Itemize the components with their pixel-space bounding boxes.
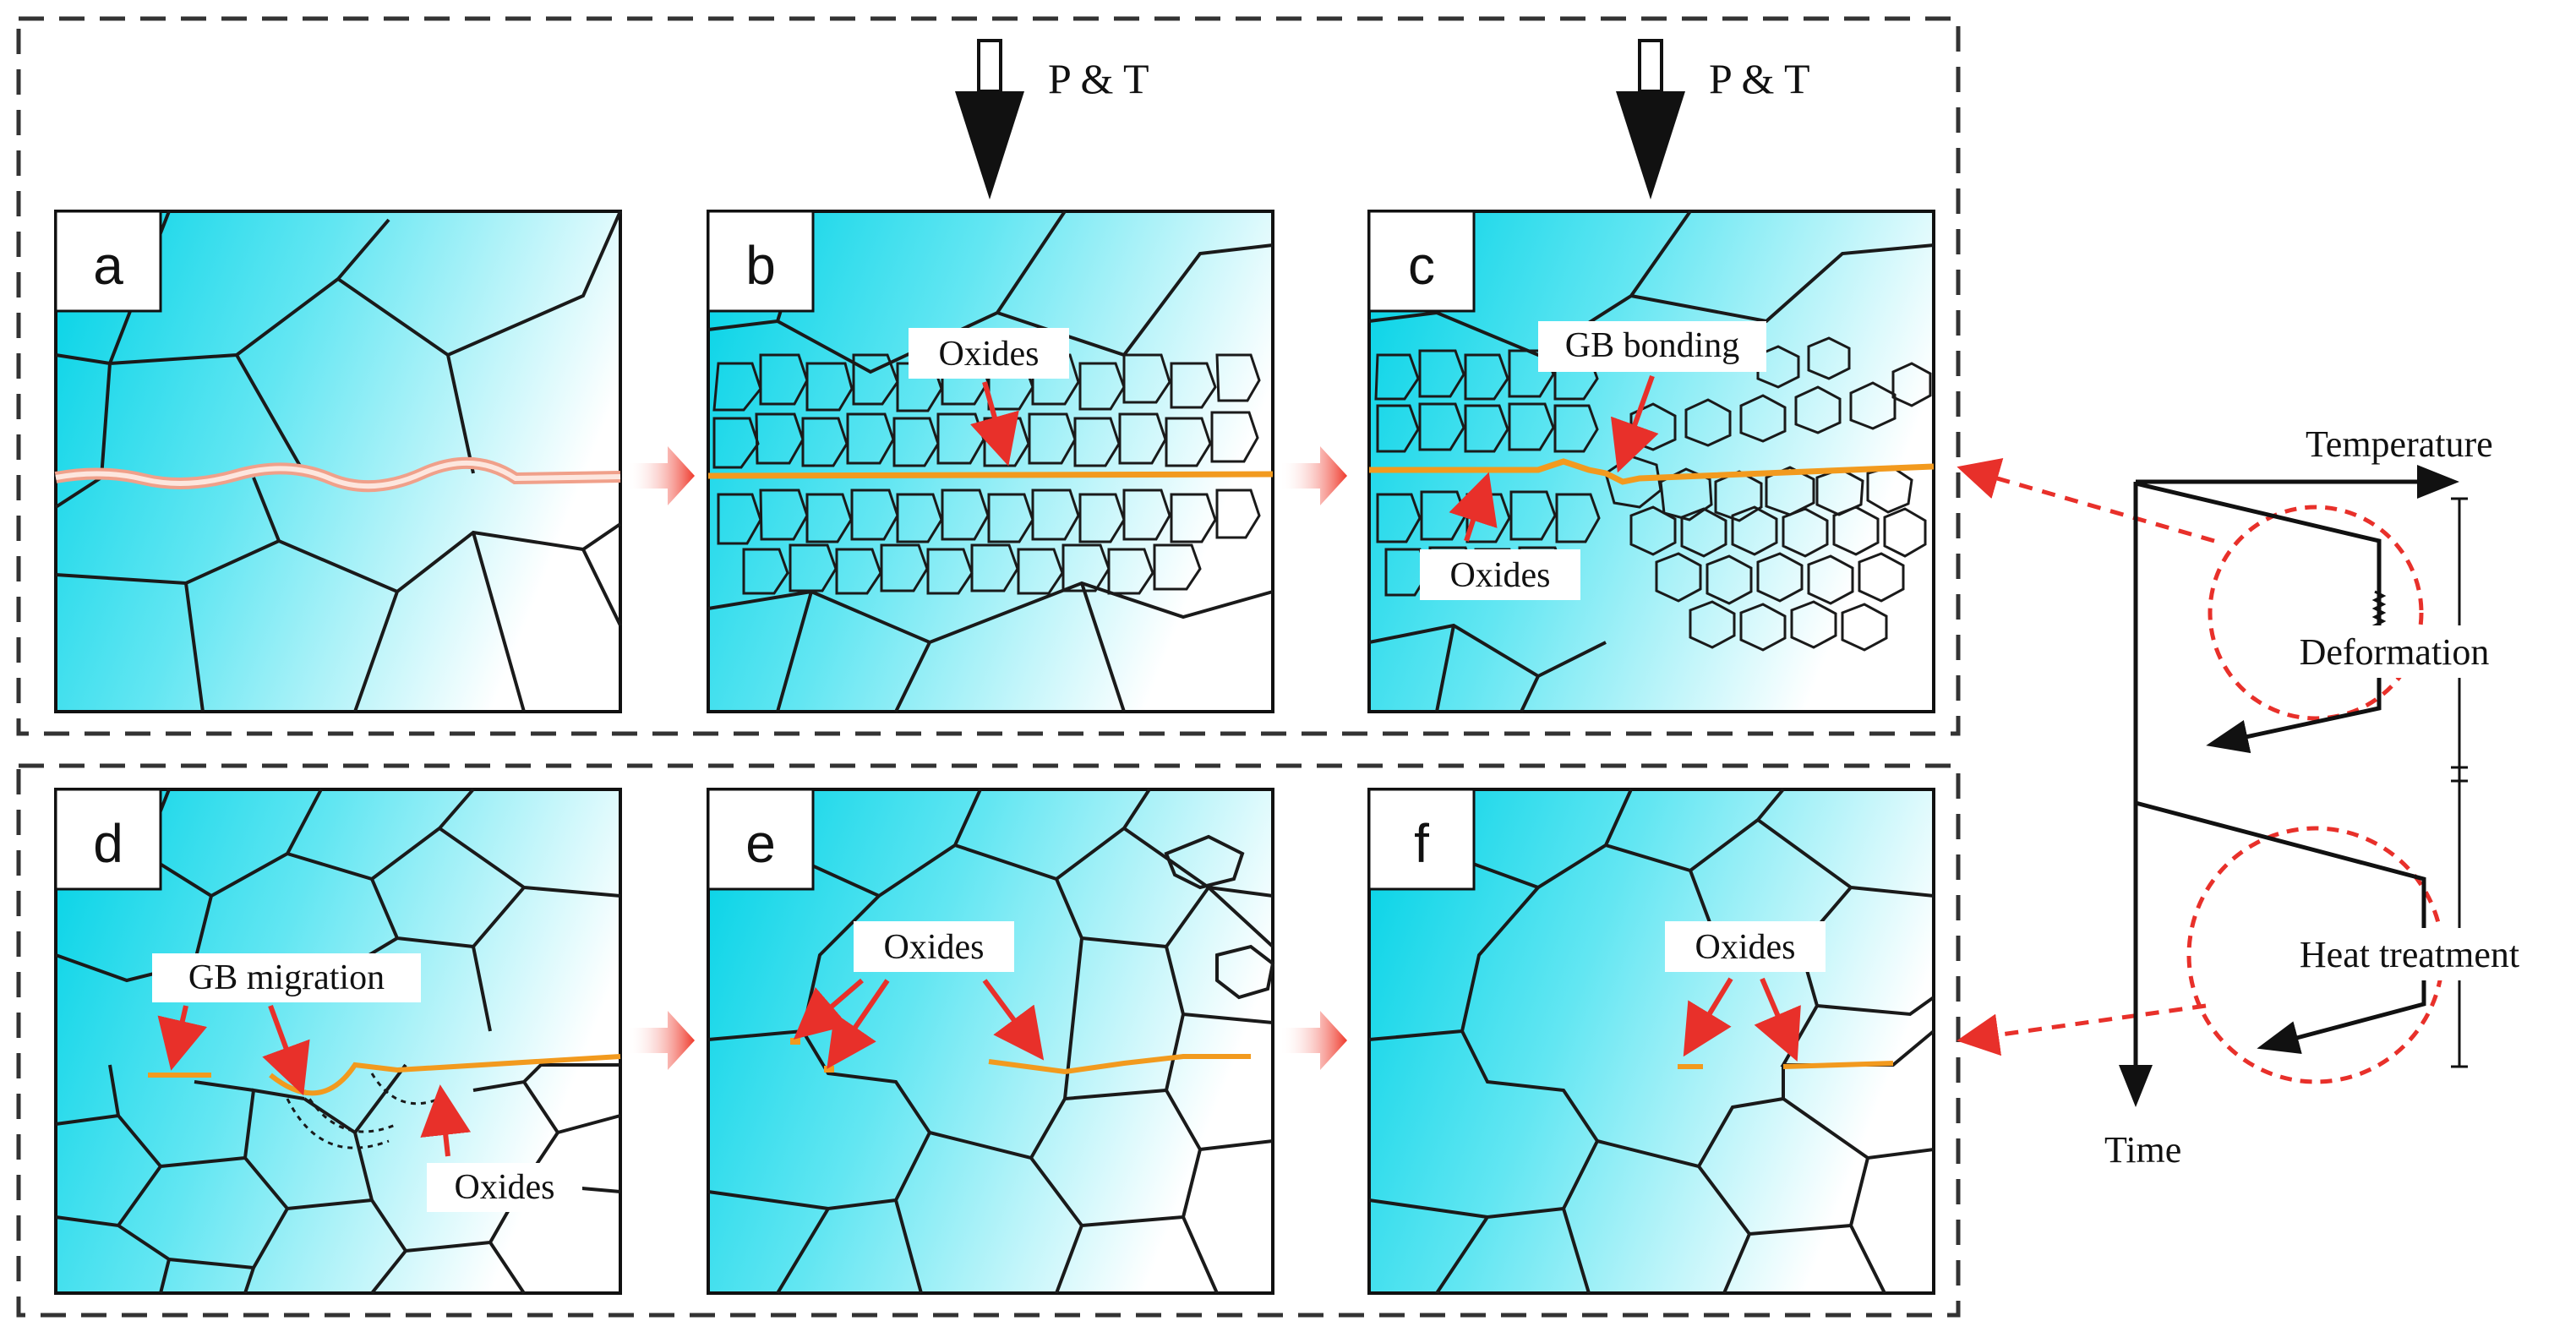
load-label-b: P & T <box>1048 55 1149 102</box>
panel-c: c GB bonding Oxides <box>1367 210 1935 713</box>
transition-arrow-b-c <box>1280 446 1347 505</box>
deformation-label: Deformation <box>2300 631 2490 673</box>
panel-e-oxide-pointer-3 <box>982 979 1045 1061</box>
panel-b-oxides-label: Oxides <box>939 335 1040 374</box>
panel-d-migration-arcs <box>286 1073 440 1149</box>
panel-e-oxides-label: Oxides <box>884 928 985 967</box>
panel-e-oxide-pointer-1 <box>793 978 864 1040</box>
panel-d-oxide-pointer <box>420 1084 472 1157</box>
panel-f-oxides-label: Oxides <box>1695 928 1796 967</box>
transition-arrows <box>627 446 1347 1070</box>
process-schematic: Temperature Time Deformation Heat treatm… <box>1957 423 2567 1171</box>
panel-f: f Oxides <box>1367 788 1935 1295</box>
panel-e-oxide-dots <box>790 1038 834 1073</box>
panel-c-gb-bonding-label: GB bonding <box>1565 326 1740 365</box>
panel-e: e Oxides <box>707 788 1275 1295</box>
transition-arrow-a-b <box>627 446 695 505</box>
panel-b-oxide-pointer <box>970 381 1019 467</box>
load-label-c: P & T <box>1709 55 1809 102</box>
pointer-to-panel-f <box>1957 1003 2207 1056</box>
panel-a-grain-boundaries <box>54 210 622 712</box>
panel-e-oxide-pointer-2 <box>827 979 890 1069</box>
panel-d-letter: d <box>93 813 123 874</box>
top-row-frame <box>16 16 1961 736</box>
panel-d-gb-migration-pointer-right <box>262 1004 310 1096</box>
panel-c-oxide-pointer <box>1449 472 1498 542</box>
panel-d: d GB migration Oxides <box>54 788 622 1295</box>
heat-treatment-label: Heat treatment <box>2300 934 2519 975</box>
transition-arrow-d-e <box>627 1011 695 1070</box>
load-arrow-c: P & T <box>1616 39 1809 199</box>
panel-c-oxide-line <box>1369 458 1935 485</box>
panel-d-oxides-label: Oxides <box>455 1168 555 1207</box>
panel-a-letter: a <box>93 235 123 296</box>
temperature-axis-label: Temperature <box>2306 423 2493 465</box>
panel-e-letter: e <box>745 813 776 874</box>
deformation-circle <box>2208 505 2424 721</box>
panel-b-oxide-line <box>707 471 1274 479</box>
pointer-to-panel-c <box>1957 458 2215 543</box>
panel-f-oxide-pointer-1 <box>1683 977 1733 1057</box>
panel-a: a <box>54 210 622 713</box>
panel-c-letter: c <box>1408 235 1435 296</box>
load-arrow-b: P & T <box>955 39 1149 199</box>
panel-b: b Oxides <box>707 210 1274 713</box>
panel-c-gb-bonding-pointer <box>1610 374 1659 473</box>
panel-e-grain-boundaries <box>707 788 1275 1295</box>
panel-d-gb-migration-pointer-left <box>157 1005 208 1071</box>
panel-d-gb-migration-label: GB migration <box>188 958 385 997</box>
panel-b-letter: b <box>745 235 776 296</box>
panel-e-oxide-line <box>988 1054 1251 1075</box>
time-axis-label: Time <box>2104 1129 2181 1171</box>
panel-f-oxide-marks <box>1678 1061 1894 1069</box>
panel-f-oxide-pointer-2 <box>1754 977 1801 1062</box>
panel-f-letter: f <box>1414 813 1429 874</box>
panel-c-oxides-label: Oxides <box>1450 556 1551 595</box>
transition-arrow-e-f <box>1280 1011 1347 1070</box>
